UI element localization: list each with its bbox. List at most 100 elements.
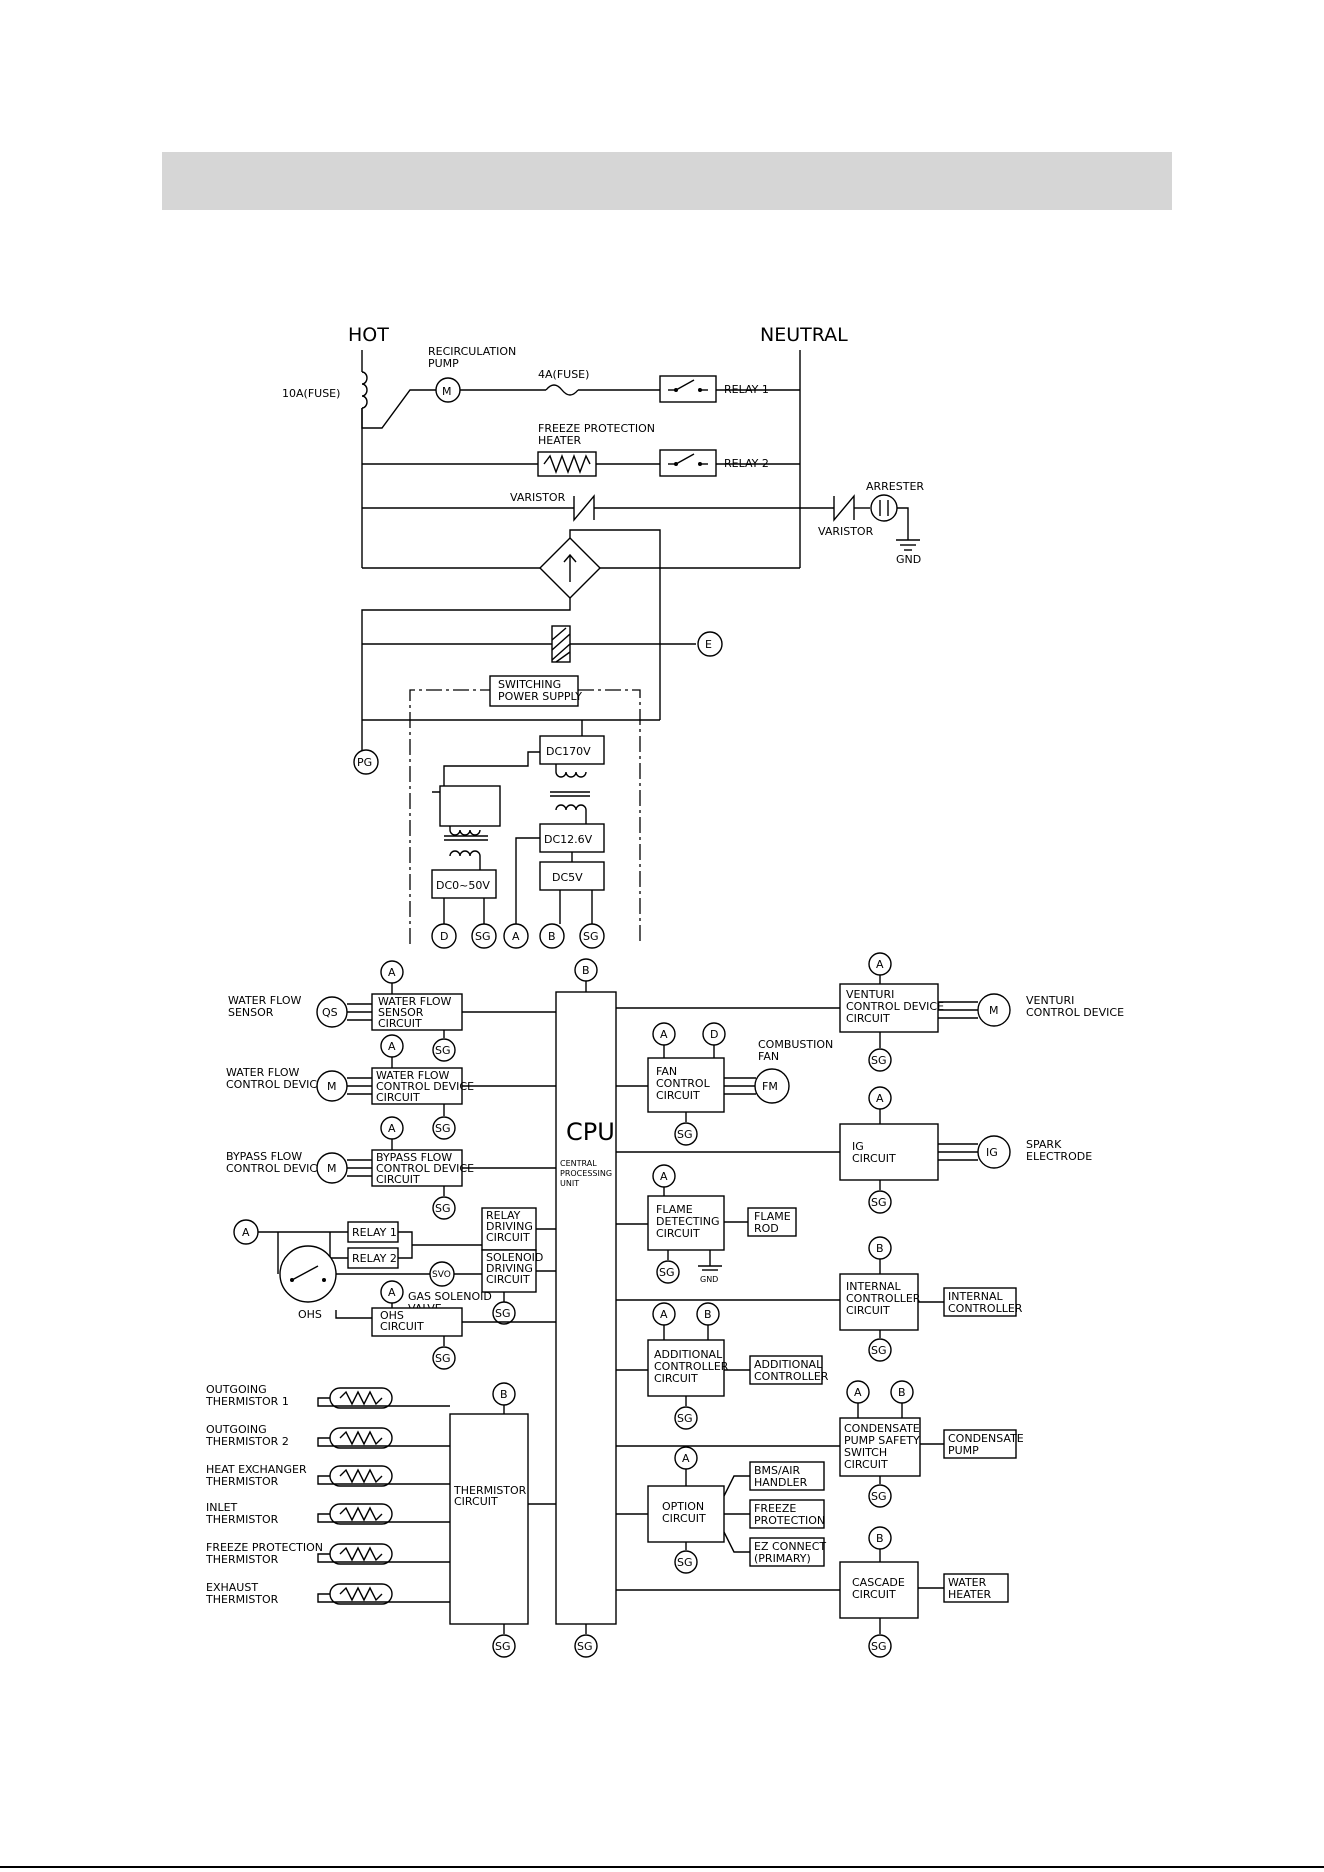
cps-circ-2: PUMP SAFETY [844, 1434, 920, 1447]
sg-terminal-2 [579, 923, 605, 949]
e-terminal [697, 631, 723, 657]
footer-rule [0, 1866, 1324, 1868]
int-circ-3: CIRCUIT [846, 1304, 890, 1317]
water-flow-sensor-circuit [371, 993, 463, 1031]
venturi-circ-1: VENTURI [846, 988, 894, 1001]
internal-controller-circuit [839, 1273, 919, 1331]
qs-label: QS [322, 1006, 338, 1019]
cpu-sg-terminal [574, 1634, 598, 1658]
fuse-4a-icon [545, 384, 579, 396]
sg-terminal-1-label: SG [475, 930, 491, 943]
cond-pump-1: CONDENSATE [948, 1432, 1024, 1445]
cpu-sub-1: CENTRAL [560, 1159, 597, 1168]
fzp-1: FREEZE [754, 1502, 796, 1515]
cond-pump-2: PUMP [948, 1444, 979, 1457]
wfc-a-label: A [388, 1040, 396, 1053]
int-circ-2: CONTROLLER [846, 1292, 921, 1305]
fan-circ-3: CIRCUIT [656, 1089, 700, 1102]
th-fz-1: FREEZE PROTECTION [206, 1541, 323, 1554]
b-terminal-label: B [548, 930, 556, 943]
bpc-sg-label: SG [435, 1202, 451, 1215]
ohs-a-label: A [388, 1286, 396, 1299]
thermistor-freeze-protection: FREEZE PROTECTION THERMISTOR [205, 1541, 450, 1566]
ig-circ-2: CIRCUIT [852, 1152, 896, 1165]
e-label: E [705, 638, 712, 651]
additional-controller-circuit [647, 1339, 725, 1397]
spark-2: ELECTRODE [1026, 1150, 1092, 1163]
flame-rod-1: FLAME [754, 1210, 791, 1223]
spark-1: SPARK [1026, 1138, 1062, 1151]
wf-sensor-label-1: WATER FLOW [228, 994, 301, 1007]
neutral-label: NEUTRAL [760, 324, 848, 346]
recirc-pump-label-2: PUMP [428, 357, 459, 370]
fuse-4a-label: 4A(FUSE) [538, 368, 589, 381]
opt-a-label: A [682, 1452, 690, 1465]
ohs-sg-terminal [432, 1346, 456, 1370]
th-in-1: INLET [206, 1501, 238, 1514]
sol-drv-3: CIRCUIT [486, 1273, 530, 1286]
wfs-a-label: A [388, 966, 396, 979]
relay-drv-1: RELAY [486, 1209, 521, 1222]
venturi-control-circuit [839, 983, 939, 1033]
wf-ctrl-m: M [327, 1080, 337, 1093]
thermistor-outgoing-2: OUTGOING THERMISTOR 2 [205, 1423, 450, 1449]
therm-sg-terminal [492, 1634, 516, 1658]
cps-circ-1: CONDENSATE [844, 1422, 920, 1435]
arrester-label: ARRESTER [866, 480, 924, 493]
therm-sg-label: SG [495, 1640, 511, 1653]
recirc-pump-label-1: RECIRCULATION [428, 345, 516, 358]
int-sg-label: SG [871, 1344, 887, 1357]
freeze-heater-label-1: FREEZE PROTECTION [538, 422, 655, 435]
cascade-sg-terminal [868, 1634, 892, 1658]
therm-circ-1: THERMISTOR [453, 1484, 527, 1497]
sg-terminal-2-label: SG [583, 930, 599, 943]
addl-ctrl-2: CONTROLLER [754, 1370, 829, 1383]
ohs-sg-label: SG [435, 1352, 451, 1365]
svo-label: SVO [432, 1270, 451, 1280]
wf-ctrl-label-2: CONTROL DEVICE [226, 1078, 324, 1091]
cpu-sub-3: UNIT [560, 1179, 579, 1188]
addl-sg-terminal [674, 1406, 698, 1430]
wfc-sg-terminal [432, 1116, 456, 1140]
th-hx-1: HEAT EXCHANGER [206, 1463, 307, 1476]
th-out1-2: THERMISTOR 1 [205, 1395, 289, 1408]
wf-sensor-label-2: SENSOR [228, 1006, 274, 1019]
freeze-protection-heater [537, 451, 597, 477]
right-circuits: A VENTURI CONTROL DEVICE CIRCUIT M VENTU… [616, 952, 1124, 1658]
hot-label: HOT [348, 324, 389, 346]
bpc-circ-1: BYPASS FLOW [376, 1151, 452, 1164]
relay-drv-2: DRIVING [486, 1220, 533, 1233]
cps-sg-terminal [868, 1484, 892, 1508]
th-out2-1: OUTGOING [206, 1423, 267, 1436]
fan-sg-terminal [674, 1122, 698, 1146]
addl-b-label: B [704, 1308, 712, 1321]
addl-sg-label: SG [677, 1412, 693, 1425]
ig-a-label: A [876, 1092, 884, 1105]
ohs-switch-icon [279, 1245, 337, 1303]
d-terminal-label: D [440, 930, 448, 943]
relay-2-contact [659, 449, 717, 477]
cpu-block [555, 991, 617, 1625]
thermistor-outgoing-1: OUTGOING THERMISTOR 1 [205, 1383, 450, 1409]
cascade-circuit [839, 1561, 919, 1619]
bpc-circ-3: CIRCUIT [376, 1173, 420, 1186]
sps-label-2: POWER SUPPLY [498, 690, 582, 703]
ohs-circ-2: CIRCUIT [380, 1320, 424, 1333]
int-ctrl-1: INTERNAL [948, 1290, 1004, 1303]
ez-1: EZ CONNECT [754, 1540, 826, 1553]
ig-sg-terminal [868, 1190, 892, 1214]
varistor-label: VARISTOR [510, 491, 566, 504]
venturi-a-label: A [876, 958, 884, 971]
cascade-2: CIRCUIT [852, 1588, 896, 1601]
opt-circ-2: CIRCUIT [662, 1512, 706, 1525]
condensate-pump [943, 1429, 1017, 1459]
cps-sg-label: SG [871, 1490, 887, 1503]
venturi-motor-icon [977, 993, 1011, 1027]
th-hx-2: THERMISTOR [205, 1475, 279, 1488]
ig-sg-label: SG [871, 1196, 887, 1209]
ig-circuit [839, 1123, 939, 1181]
comb-fan-1: COMBUSTION [758, 1038, 833, 1051]
addl-ctrl-1: ADDITIONAL [754, 1358, 823, 1371]
ig-circ-1: IG [852, 1140, 864, 1153]
